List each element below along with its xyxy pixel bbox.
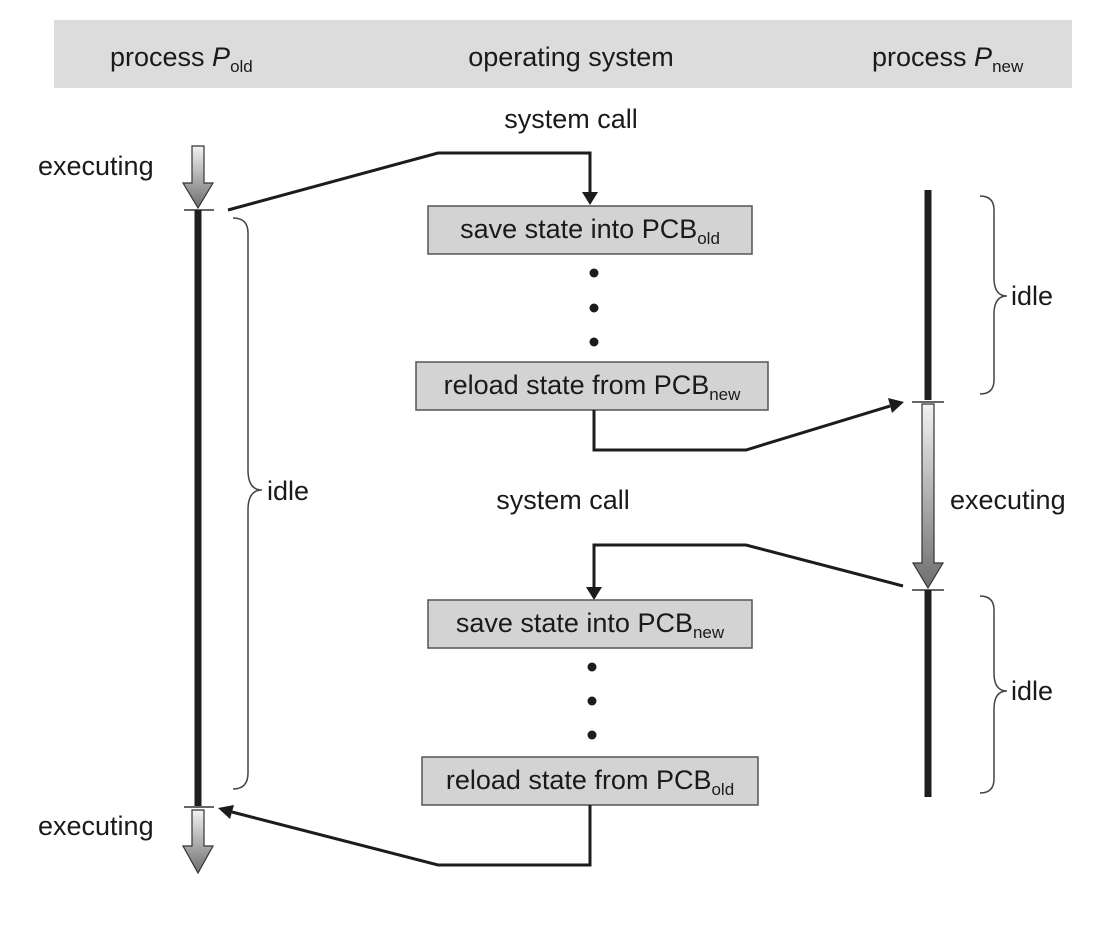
- label-executing-top-left: executing: [38, 151, 154, 181]
- box-save-state-new-rect: [427, 599, 753, 649]
- box-reload-state-new-text: reload state from PCBnew: [444, 370, 742, 404]
- label-executing-right: executing: [950, 485, 1066, 515]
- header-right-var: P: [974, 42, 992, 72]
- ellipsis-top: [589, 268, 599, 347]
- arrowhead-save-old: [582, 192, 598, 205]
- operating-system-column: system call save state into PCBold reloa…: [218, 104, 904, 867]
- box-reload-state-old: reload state from PCBold: [421, 756, 759, 806]
- box-save-state-old-rect: [427, 205, 753, 255]
- label-executing-bottom-left: executing: [38, 811, 154, 841]
- ellipsis-dot: [589, 268, 599, 278]
- box-reload-state-old-sub: old: [711, 780, 734, 799]
- box-save-state-old-sub: old: [697, 229, 720, 248]
- arrowhead-save-new: [586, 587, 602, 600]
- arrowhead-to-old: [218, 805, 234, 819]
- executing-arrow-right: [911, 403, 945, 590]
- ellipsis-dot: [589, 337, 599, 347]
- header-left-sub: old: [230, 57, 253, 76]
- label-idle-right-top: idle: [1011, 281, 1053, 311]
- box-save-state-old-label: save state into PCB: [460, 214, 697, 244]
- box-save-state-old: save state into PCBold: [427, 205, 753, 255]
- box-reload-state-new: reload state from PCBnew: [415, 361, 769, 411]
- connector-os-to-old: [231, 805, 592, 867]
- ellipsis-dot: [587, 696, 597, 706]
- box-reload-state-new-rect: [415, 361, 769, 411]
- header-bar: process Pold operating system process Pn…: [54, 20, 1072, 88]
- label-system-call-top: system call: [504, 104, 638, 134]
- header-process-new: process Pnew: [872, 42, 1024, 76]
- label-system-call-mid: system call: [496, 485, 630, 515]
- ellipsis-bottom: [587, 662, 597, 740]
- box-save-state-new: save state into PCBnew: [427, 599, 753, 649]
- box-reload-state-old-text: reload state from PCBold: [446, 765, 734, 799]
- header-process-old: process Pold: [110, 42, 253, 76]
- executing-arrow-bottom-left: [181, 809, 215, 875]
- label-idle-left: idle: [267, 476, 309, 506]
- connector-os-to-new: [592, 404, 891, 452]
- arrowhead-to-new: [888, 398, 904, 413]
- brace-idle-right-bottom: [979, 595, 1008, 794]
- connector-old-to-os: [227, 151, 592, 212]
- executing-arrow-top-left: [181, 145, 215, 210]
- process-old-timeline: executing idle executing: [38, 145, 309, 875]
- label-idle-right-bottom: idle: [1011, 676, 1053, 706]
- box-save-state-new-sub: new: [693, 623, 725, 642]
- box-reload-state-old-label: reload state from PCB: [446, 765, 712, 795]
- header-left-label: process: [110, 42, 212, 72]
- ellipsis-dot: [589, 303, 599, 313]
- box-reload-state-new-label: reload state from PCB: [444, 370, 710, 400]
- connector-new-to-os: [592, 543, 904, 590]
- header-left-var: P: [212, 42, 230, 72]
- box-reload-state-new-sub: new: [709, 385, 741, 404]
- ellipsis-dot: [587, 730, 597, 740]
- box-save-state-new-label: save state into PCB: [456, 608, 693, 638]
- brace-idle-right-top: [979, 195, 1008, 395]
- process-new-timeline: idle executing idle: [911, 190, 1066, 797]
- brace-idle-left: [232, 217, 263, 790]
- header-right-sub: new: [992, 57, 1024, 76]
- box-save-state-new-text: save state into PCBnew: [456, 608, 725, 642]
- header-background: [54, 20, 1072, 88]
- box-reload-state-old-rect: [421, 756, 759, 806]
- box-save-state-old-text: save state into PCBold: [460, 214, 720, 248]
- header-right-label: process: [872, 42, 974, 72]
- ellipsis-dot: [587, 662, 597, 672]
- header-operating-system: operating system: [468, 42, 674, 72]
